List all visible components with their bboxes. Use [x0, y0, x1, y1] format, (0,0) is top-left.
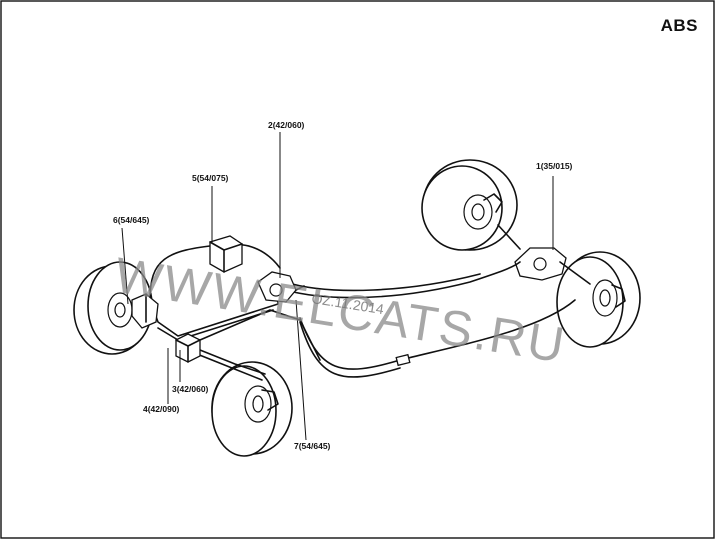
leader-lines: [121, 132, 554, 441]
callout-5: 5(54/075): [192, 173, 229, 183]
callout-2: 2(42/060): [268, 120, 305, 130]
part-2-modulator: [257, 271, 305, 303]
callout-1: 1(35/015): [536, 161, 573, 171]
callout-3: 3(42/060): [172, 384, 209, 394]
rear-right-wheel: [556, 251, 641, 348]
callout-6: 6(54/645): [113, 215, 150, 225]
rear-left-wheel: [421, 159, 518, 251]
rear-sensor-component: [497, 224, 591, 285]
part-6-front-sensor: [131, 293, 159, 329]
front-right-wheel: [211, 361, 293, 457]
part-3-4-valve-block: [175, 333, 201, 363]
part-5-control-unit: [209, 235, 243, 273]
diagram-title: ABS: [660, 16, 698, 35]
callout-4: 4(42/090): [143, 404, 180, 414]
callout-7: 7(54/645): [294, 441, 331, 451]
